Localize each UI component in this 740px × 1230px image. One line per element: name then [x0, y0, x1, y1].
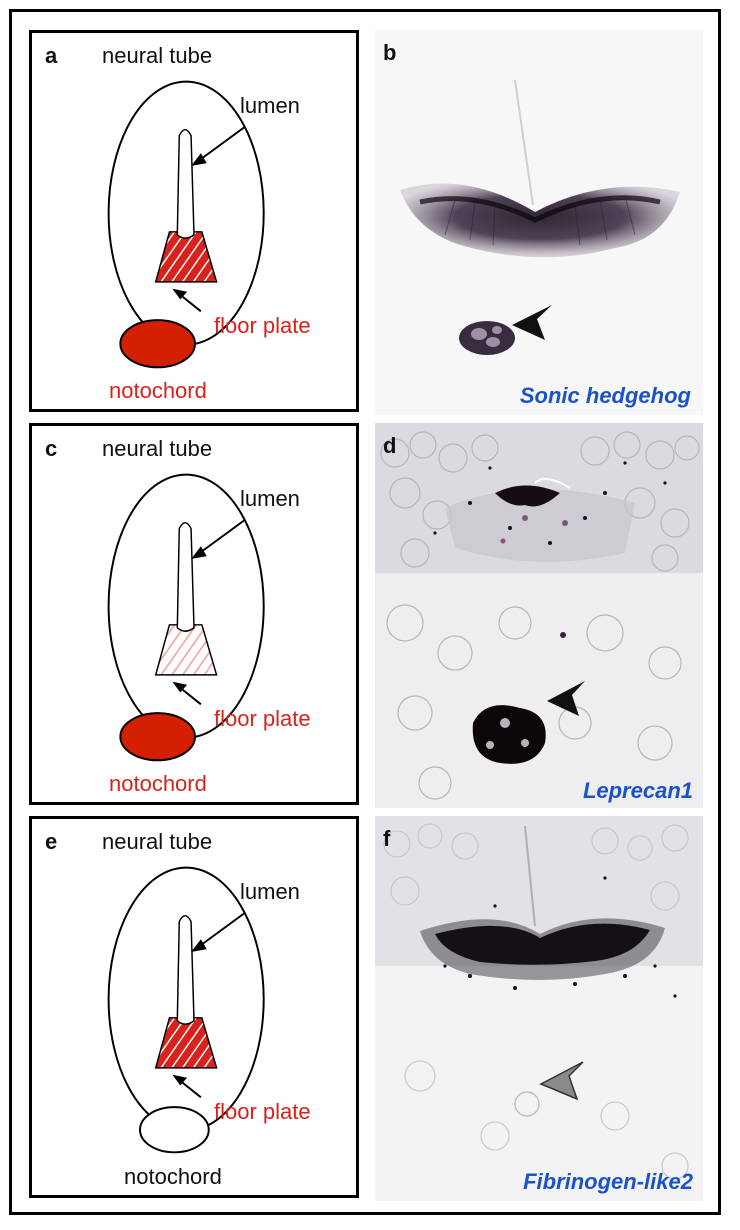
schematic-panel-c: c neural tube lumen floor plate notochor…: [29, 423, 359, 805]
micrograph-image-d: [375, 423, 703, 800]
floor-plate-region: [154, 231, 218, 283]
lumen-slit: [176, 521, 195, 632]
lumen-arrow: [200, 911, 246, 946]
lumen-arrowhead: [191, 153, 207, 167]
label-notochord: notochord: [109, 771, 207, 796]
micrograph-panel-d: d Leprecan1: [375, 423, 703, 808]
floor-plate-arrowhead: [172, 681, 188, 693]
gene-label-d: Leprecan1: [582, 778, 693, 803]
gene-label-f: Fibrinogen-like2: [523, 1169, 693, 1194]
panel-letter-e: e: [45, 829, 58, 854]
panel-letter-b: b: [383, 40, 397, 65]
label-floor-plate: floor plate: [214, 313, 311, 338]
arrowhead-marker-d: [547, 681, 585, 716]
micrograph-panel-b: b Sonic hedgehog: [375, 30, 703, 415]
label-notochord: notochord: [109, 378, 207, 403]
arrowhead-marker-f: [539, 1061, 584, 1101]
label-lumen: lumen: [240, 879, 300, 904]
panel-letter-d: d: [383, 433, 397, 458]
floor-plate-region: [154, 1017, 218, 1069]
label-neural-tube: neural tube: [102, 829, 213, 854]
floor-plate-arrow: [180, 294, 202, 313]
schematic-drawing-c: [107, 473, 265, 762]
floor-plate-arrowhead: [172, 1074, 188, 1086]
lumen-arrow: [200, 518, 246, 553]
schematic-drawing-a: [107, 80, 265, 369]
schematic-drawing-e: [107, 866, 265, 1154]
label-neural-tube: neural tube: [102, 436, 213, 461]
lumen-slit: [176, 914, 195, 1025]
label-floor-plate: floor plate: [214, 1099, 311, 1124]
figure-frame: [9, 9, 721, 1215]
floor-plate-arrowhead: [172, 288, 188, 300]
panel-letter-f: f: [383, 826, 391, 851]
micrograph-image-f: [375, 816, 703, 1180]
notochord-shape: [119, 712, 196, 762]
label-neural-tube: neural tube: [102, 43, 213, 68]
lumen-arrow: [200, 125, 246, 160]
label-lumen: lumen: [240, 93, 300, 118]
schematic-panel-a: a neural tube lumen floor plate notochor…: [29, 30, 359, 412]
lumen-arrowhead: [191, 939, 207, 953]
notochord-shape: [119, 319, 196, 369]
label-notochord: notochord: [124, 1164, 222, 1189]
label-lumen: lumen: [240, 486, 300, 511]
panel-letter-c: c: [45, 436, 58, 461]
panel-letter-a: a: [45, 43, 58, 68]
lumen-arrowhead: [191, 546, 207, 560]
lumen-slit: [176, 128, 195, 239]
floor-plate-region: [154, 624, 218, 676]
floor-plate-arrow: [180, 687, 202, 706]
arrowhead-marker-b: [512, 305, 552, 340]
notochord-shape: [139, 1106, 210, 1154]
micrograph-panel-f: f Fibrinogen-like2: [375, 816, 703, 1201]
micrograph-image-b: [400, 79, 680, 355]
schematic-panel-e: e neural tube lumen floor plate notochor…: [29, 816, 359, 1198]
floor-plate-arrow: [180, 1080, 202, 1099]
gene-label-b: Sonic hedgehog: [519, 383, 691, 408]
label-floor-plate: floor plate: [214, 706, 311, 731]
